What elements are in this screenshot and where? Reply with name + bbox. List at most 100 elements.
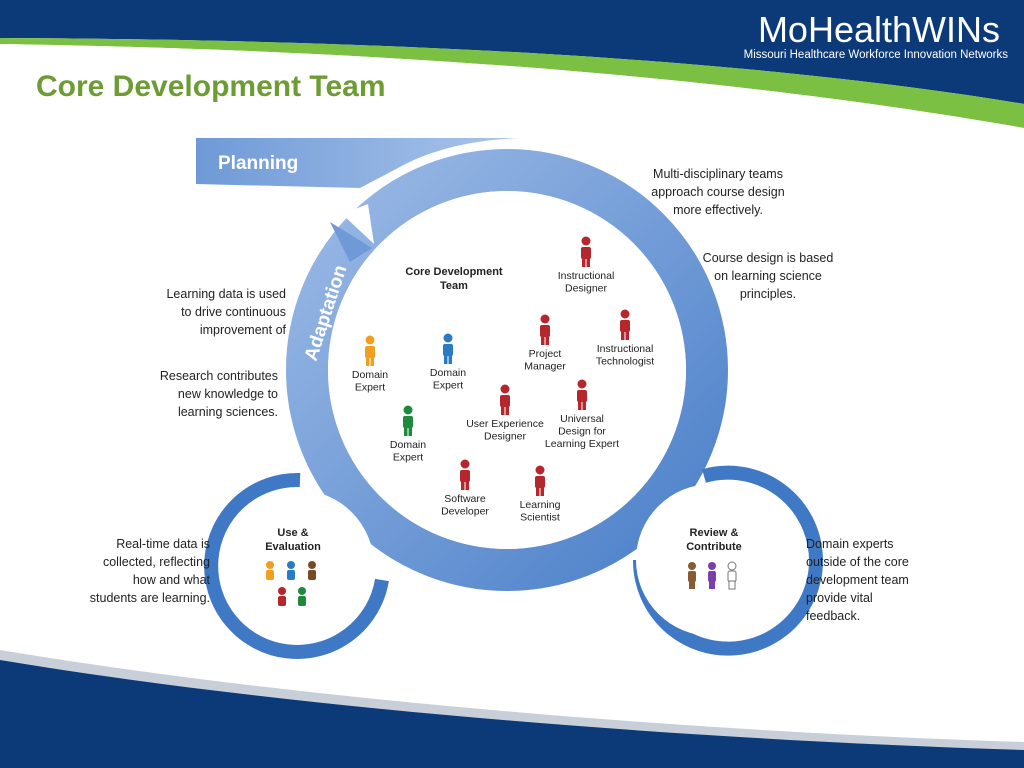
footer-band <box>0 660 1024 768</box>
review-title-line2: Contribute <box>686 541 742 553</box>
team-members: InstructionalDesignerProjectManagerInstr… <box>352 236 654 524</box>
use-eval-ring <box>204 472 389 659</box>
person-label: Domain <box>430 367 466 379</box>
student-icon <box>278 587 286 606</box>
reviewer-icon <box>708 562 716 589</box>
person-icon <box>581 236 591 267</box>
person-icon <box>577 379 587 410</box>
planning-arrow <box>196 138 520 188</box>
person-label: Learning Expert <box>545 438 619 450</box>
person-icon <box>460 459 470 490</box>
note-line: Real-time data is <box>116 537 210 551</box>
use-eval-title-line1: Use & <box>277 527 308 539</box>
note-line: Multi-disciplinary teams <box>653 167 783 181</box>
person-label: Technologist <box>596 356 654 368</box>
person-label: Domain <box>352 369 388 381</box>
person-label: Developer <box>441 506 489 518</box>
person-label: Expert <box>433 380 463 392</box>
note-line: outside of the core <box>806 555 909 569</box>
person-icon <box>443 333 453 364</box>
person-icon <box>403 405 413 436</box>
ring-arrow-notch <box>342 204 374 244</box>
note-line: Learning data is used <box>166 287 286 301</box>
person-label: Designer <box>484 431 527 443</box>
use-eval-title: Use & Evaluation <box>265 527 321 553</box>
note-line: Domain experts <box>806 537 894 551</box>
reviewer-icon <box>727 561 737 590</box>
logo-name: MoHealthWINs <box>758 9 1000 50</box>
person-icon <box>535 465 545 496</box>
note-multi: Multi-disciplinary teams approach course … <box>651 167 784 217</box>
note-line: more effectively. <box>673 203 763 217</box>
person-label: Learning <box>520 499 561 511</box>
person-icon <box>540 314 550 345</box>
review-disc <box>636 484 788 636</box>
note-line: to drive continuous <box>181 305 286 319</box>
person-label: Scientist <box>520 512 560 524</box>
student-icon <box>298 587 306 606</box>
person-label: Expert <box>355 382 385 394</box>
person-label: Manager <box>524 361 566 373</box>
review-title: Review & Contribute <box>686 527 742 553</box>
person-label: Designer <box>565 283 608 295</box>
planning-label: Planning <box>218 153 298 174</box>
person-label: Software <box>444 493 486 505</box>
header-green-swoosh <box>0 38 1024 128</box>
note-line: development team <box>806 573 909 587</box>
note-line: on learning science <box>714 269 822 283</box>
person-icon <box>620 309 630 340</box>
person-icon <box>500 384 510 415</box>
header-band <box>0 0 1024 104</box>
note-line: how and what <box>133 573 211 587</box>
note-line: Research contributes <box>160 369 278 383</box>
use-eval-disc <box>222 490 374 642</box>
student-icon <box>287 561 295 580</box>
reviewer-icon <box>688 562 696 589</box>
note-line: approach course design <box>651 185 784 199</box>
student-icon <box>266 561 274 580</box>
ring-arrow-head <box>330 222 372 262</box>
side-notes: Multi-disciplinary teams approach course … <box>90 167 909 623</box>
main-ring <box>286 149 728 591</box>
center-title: Core Development Team <box>405 266 503 292</box>
note-line: feedback. <box>806 609 860 623</box>
review-title-line1: Review & <box>690 527 739 539</box>
person-label: Instructional <box>558 270 615 282</box>
center-title-line2: Team <box>440 280 468 292</box>
note-domain-outside: Domain experts outside of the core develop… <box>806 537 909 623</box>
center-title-line1: Core Development <box>405 266 503 278</box>
note-line: learning sciences. <box>178 405 278 419</box>
note-line: principles. <box>740 287 796 301</box>
use-eval-title-line2: Evaluation <box>265 541 321 553</box>
students-icon-group <box>266 561 316 606</box>
note-line: improvement of <box>200 323 287 337</box>
person-label: Project <box>529 348 562 360</box>
person-label: Design for <box>558 426 606 438</box>
note-line: students are learning. <box>90 591 210 605</box>
person-icon <box>365 335 375 366</box>
person-label: Domain <box>390 439 426 451</box>
person-label: Instructional <box>597 343 654 355</box>
student-icon <box>308 561 316 580</box>
person-label: User Experience <box>466 418 544 430</box>
logo-tagline: Missouri Healthcare Workforce Innovation… <box>744 49 1009 61</box>
reviewers-icon-group <box>688 561 737 590</box>
note-line: provide vital <box>806 591 873 605</box>
person-label: Universal <box>560 413 604 425</box>
person-label: Expert <box>393 452 423 464</box>
main-ring-inner <box>328 191 686 549</box>
